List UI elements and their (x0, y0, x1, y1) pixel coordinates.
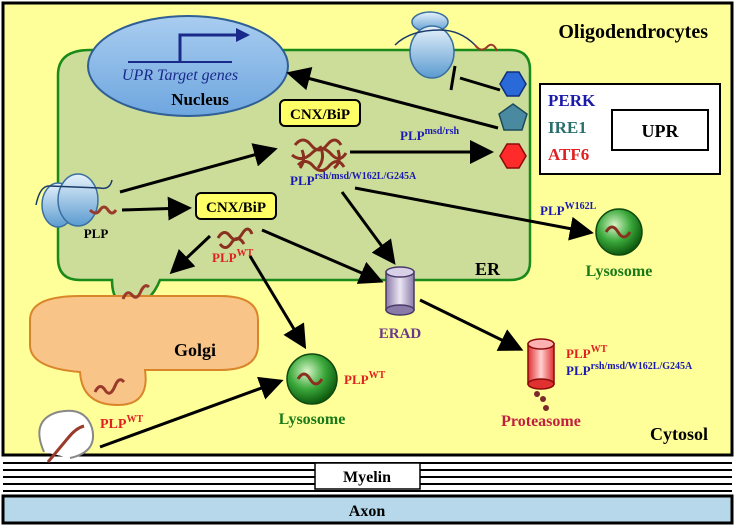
mrna-left (35, 179, 113, 206)
nucleus-label: Nucleus (171, 90, 229, 109)
pathway-arrows (99, 66, 594, 449)
perk-label: PERK (548, 91, 596, 110)
cell-title: Oligodendrocytes (558, 21, 708, 43)
arrow-erad-to-proteasome (419, 298, 524, 351)
plp-wt-proteasome-label: PLPWT (566, 344, 608, 361)
cnx-bip-box-top (279, 99, 361, 127)
upr-label: UPR (642, 121, 680, 141)
lysosome-right-label: Lysosome (586, 263, 653, 280)
arrow-mutants-to-erad (340, 191, 396, 265)
plp-mutants-proteasome-label: PLPrsh/msd/W162L/G245A (566, 361, 693, 378)
peptide-fragment (543, 405, 549, 411)
golgi-label: Golgi (174, 340, 216, 360)
ire1-label: IRE1 (548, 118, 587, 137)
promoter-arrowhead-icon (236, 28, 250, 42)
arrow-mutants-to-lysosome (354, 186, 594, 241)
axon-region (1, 494, 734, 525)
erad-channel-icon (385, 266, 415, 316)
cnx-bip-label-top: CNX/BiP (290, 107, 350, 123)
erad-label: ERAD (379, 326, 422, 342)
er-label: ER (475, 259, 501, 279)
arrow-wt-to-erad (261, 228, 384, 284)
misfolded-plp-aggregate (291, 138, 348, 172)
arrow-ribosome-to-aggregate (119, 143, 278, 194)
ribosome-top-right (409, 11, 455, 79)
plp-wt-er-label: PLPWT (212, 248, 254, 265)
upr-target-genes-label: UPR Target genes (122, 67, 238, 84)
peptide-fragment (534, 391, 540, 397)
inhibition-bar (449, 65, 457, 91)
plp-wt-lysosome-label: PLPWT (344, 370, 386, 387)
lysosome-bottom-label: Lysosome (279, 411, 346, 428)
arrow-wt-to-lysosome (248, 255, 307, 350)
myelin-box (314, 462, 421, 490)
lysosome-right-plp (604, 225, 632, 239)
wt-plp-folded (216, 227, 254, 249)
atf6-label: ATF6 (548, 145, 589, 164)
proteasome-label: Proteasome (501, 413, 581, 430)
ire1-sensor-icon (498, 103, 528, 131)
upr-label-box (611, 109, 709, 151)
top-right-plp-strand (474, 43, 498, 52)
plp-w162l-label: PLPW162L (540, 201, 597, 218)
cytosol-label: Cytosol (650, 424, 708, 444)
plp-mutants-label: PLPrsh/msd/W162L/G245A (290, 171, 417, 188)
lysosome-bottom (286, 353, 338, 405)
plp-wt-vesicle-label: PLPWT (100, 414, 143, 432)
arrow-ribosome-to-chaperone (121, 196, 192, 221)
lysosome-bottom-plp (296, 372, 324, 386)
atf6-sensor-icon (499, 143, 527, 169)
promoter-arrow-icon (178, 33, 238, 62)
arrow-vesicle-to-lysosome (99, 376, 284, 449)
nascent-plp-strand (88, 205, 118, 215)
transport-vesicle (38, 409, 94, 459)
ribosome-plp-label: PLP (84, 226, 109, 241)
myelin-label: Myelin (343, 469, 391, 486)
arrow-wt-to-golgi (169, 234, 212, 275)
cnx-bip-label-mid: CNX/BiP (206, 200, 266, 216)
axon-label: Axon (349, 503, 386, 520)
proteasome-icon (527, 338, 555, 390)
golgi-plp-strand (93, 378, 126, 395)
golgi-body (29, 295, 259, 407)
perk-sensor-icon (499, 71, 527, 97)
plp-msd-rsh-label: PLPmsd/rsh (400, 126, 459, 143)
peptide-fragment (540, 396, 546, 402)
inhibition-line (459, 76, 501, 92)
vesicle-plp-strand (46, 424, 85, 463)
arrow-sensors-to-nucleus (286, 66, 499, 130)
cnx-bip-box-mid (195, 192, 277, 220)
er-bud-plp-strand (121, 284, 151, 300)
mrna-top-right (394, 29, 476, 46)
